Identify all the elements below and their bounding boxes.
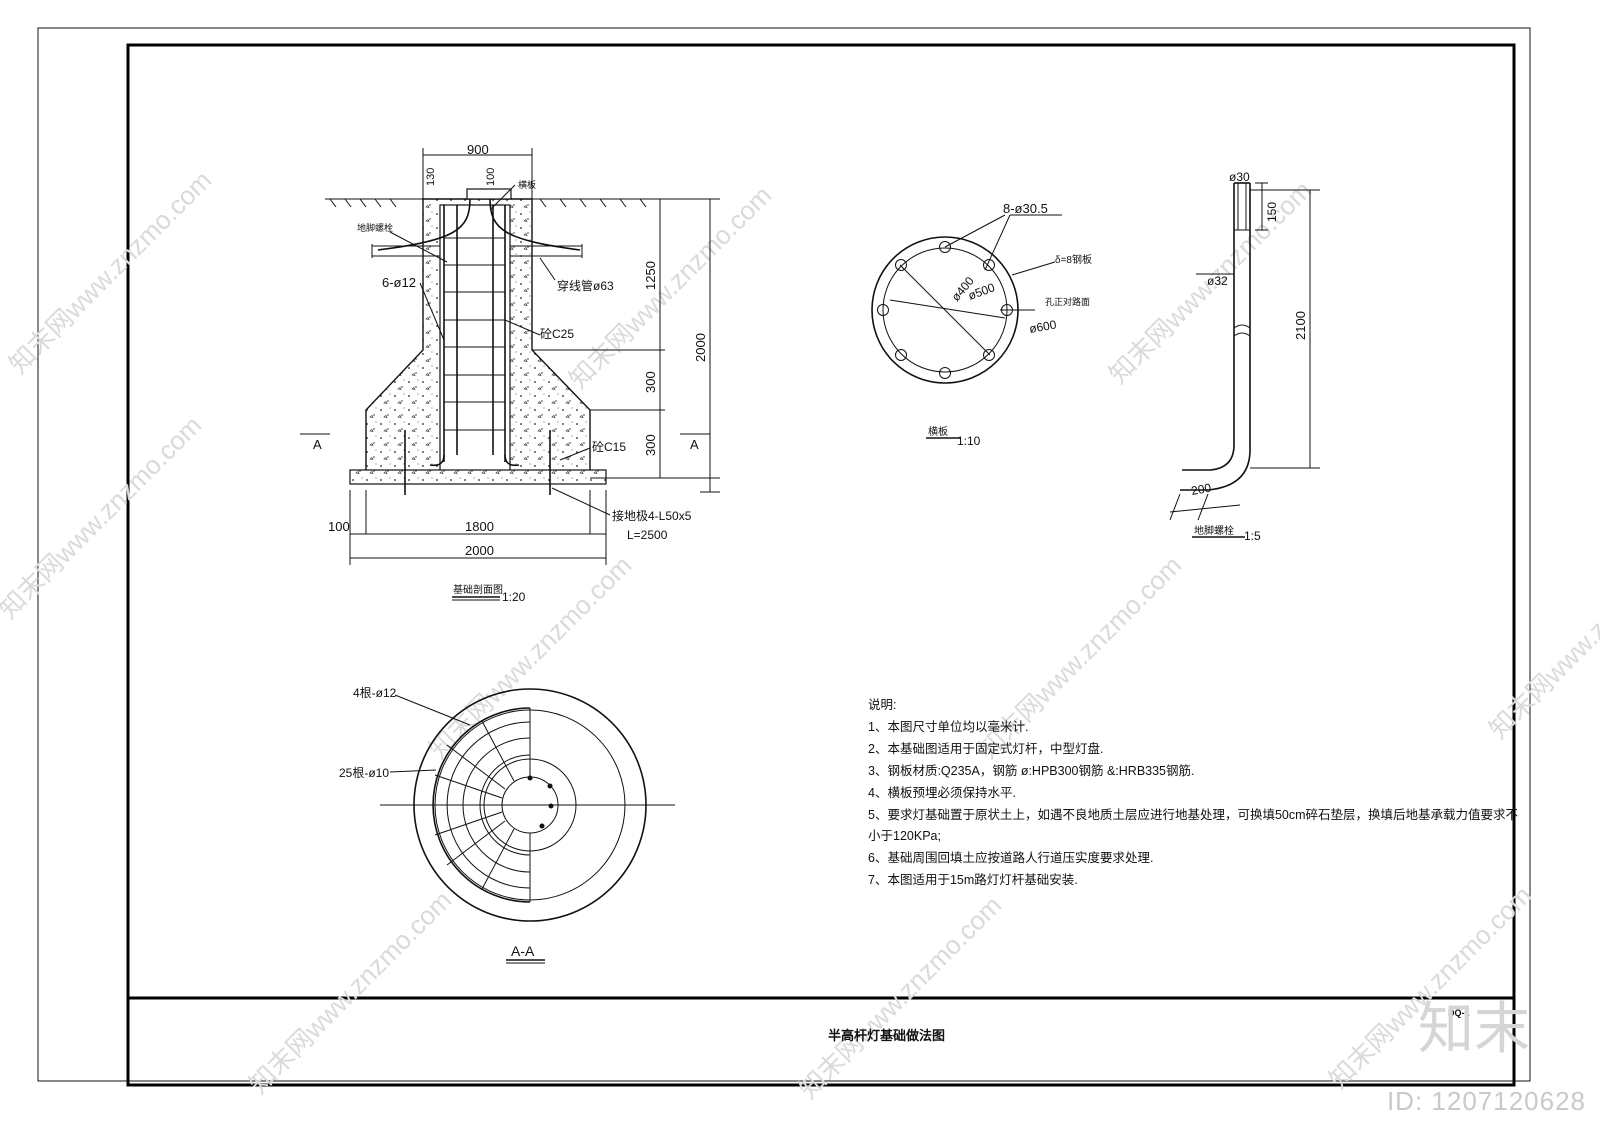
image-id-watermark: ID: 1207120628 — [1386, 1086, 1586, 1116]
plate-scale: 1:10 — [957, 434, 981, 448]
label-grounding: 接地极4-L50x5 — [612, 508, 692, 523]
label-d30: ø30 — [1229, 170, 1250, 184]
dim-1250: 1250 — [643, 261, 658, 290]
section-scale: 1:20 — [502, 590, 526, 604]
diagonal-watermarks: 知末网www.znzmo.com 知末网www.znzmo.com 知末网www… — [0, 165, 1600, 1104]
inner-frame — [126, 43, 1516, 1087]
label-ring-rebar: 4根-ø12 — [353, 686, 397, 700]
label-len2100: 2100 — [1293, 311, 1308, 340]
plate-caption: 横板 — [928, 425, 948, 438]
label-plate: 横板 — [518, 179, 536, 190]
label-len200: 200 — [1190, 481, 1212, 498]
watermark-text: 知末网www.znzmo.com — [0, 410, 207, 624]
bolt-caption: 地脚螺栓 — [1194, 524, 1234, 537]
note-7: 7、本图适用于15m路灯灯杆基础安装. — [868, 872, 1078, 887]
label-d32: ø32 — [1207, 274, 1228, 288]
note-5: 5、要求灯基础置于原状土上，如遇不良地质土层应进行地基处理，可换填50cm碎石垫… — [868, 807, 1518, 822]
notes-block: 说明: 1、本图尺寸单位均以毫米计. 2、本基础图适用于固定式灯杆，中型灯盘. … — [868, 697, 1518, 887]
note-2: 2、本基础图适用于固定式灯杆，中型灯盘. — [868, 741, 1103, 756]
dim-130: 130 — [425, 168, 437, 186]
aa-caption: A-A — [511, 943, 535, 959]
label-anchor-bolt: 地脚螺栓 — [357, 222, 393, 233]
brand-logo-watermark: 知末 — [1418, 997, 1530, 1062]
dim-900: 900 — [467, 142, 489, 157]
note-6: 6、基础周围回填土应按道路人行道压实度要求处理. — [868, 850, 1153, 865]
watermark-text: 知末网www.znzmo.com — [1483, 530, 1600, 744]
label-holes: 8-ø30.5 — [1003, 201, 1048, 216]
foundation-section-view: 900 130 100 1250 300 300 2000 100 1800 2… — [300, 142, 720, 604]
label-len150: 150 — [1265, 202, 1279, 222]
label-plate-thickness: δ=8钢板 — [1055, 253, 1092, 266]
plate-plan-view: 8-ø30.5 δ=8钢板 ø400 ø500 ø600 孔正对路面 横板 1:… — [871, 201, 1092, 448]
dim-2000-vertical: 2000 — [693, 333, 708, 362]
section-mark-right: A — [690, 437, 699, 452]
dim-2000-horizontal: 2000 — [465, 543, 494, 558]
label-concrete-c15: 砼C15 — [592, 440, 626, 454]
notes-heading: 说明: — [868, 697, 896, 712]
aa-section-view: 4根-ø12 25根-ø10 A-A — [339, 686, 675, 964]
label-grounding-length: L=2500 — [627, 528, 668, 542]
dim-300b: 300 — [643, 434, 658, 456]
label-rebar: 6-ø12 — [382, 275, 416, 290]
label-concrete-c25: 砼C25 — [540, 327, 574, 341]
note-5-cont: 小于120KPa; — [868, 829, 941, 843]
label-hole-orientation: 孔正对路面 — [1045, 296, 1090, 307]
label-d600: ø600 — [1028, 317, 1058, 336]
drawing-title: 半高杆灯基础做法图 — [828, 1028, 945, 1043]
dim-1800: 1800 — [465, 519, 494, 534]
note-4: 4、横板预埋必须保持水平. — [868, 785, 1016, 800]
section-mark-left: A — [313, 437, 322, 452]
sheet-number: DQ-1 — [1448, 1008, 1470, 1018]
label-stirrup: 25根-ø10 — [339, 766, 389, 780]
watermark-text: 知末网www.znzmo.com — [243, 885, 457, 1099]
dim-100-horizontal: 100 — [328, 519, 350, 534]
dim-100: 100 — [485, 168, 497, 186]
bolt-scale: 1:5 — [1244, 529, 1261, 543]
outer-frame — [37, 27, 1531, 1082]
label-pipe: 穿线管ø63 — [557, 278, 614, 293]
section-caption: 基础剖面图 — [453, 583, 503, 596]
note-1: 1、本图尺寸单位均以毫米计. — [868, 719, 1028, 734]
watermark-text: 知末网www.znzmo.com — [3, 165, 217, 379]
dim-300a: 300 — [643, 371, 658, 393]
anchor-bolt-view: ø30 150 ø32 2100 200 地脚螺栓 1:5 — [1169, 170, 1320, 543]
note-3: 3、钢板材质:Q235A，钢筋 ø:HPB300钢筋 &:HRB335钢筋. — [868, 763, 1194, 778]
